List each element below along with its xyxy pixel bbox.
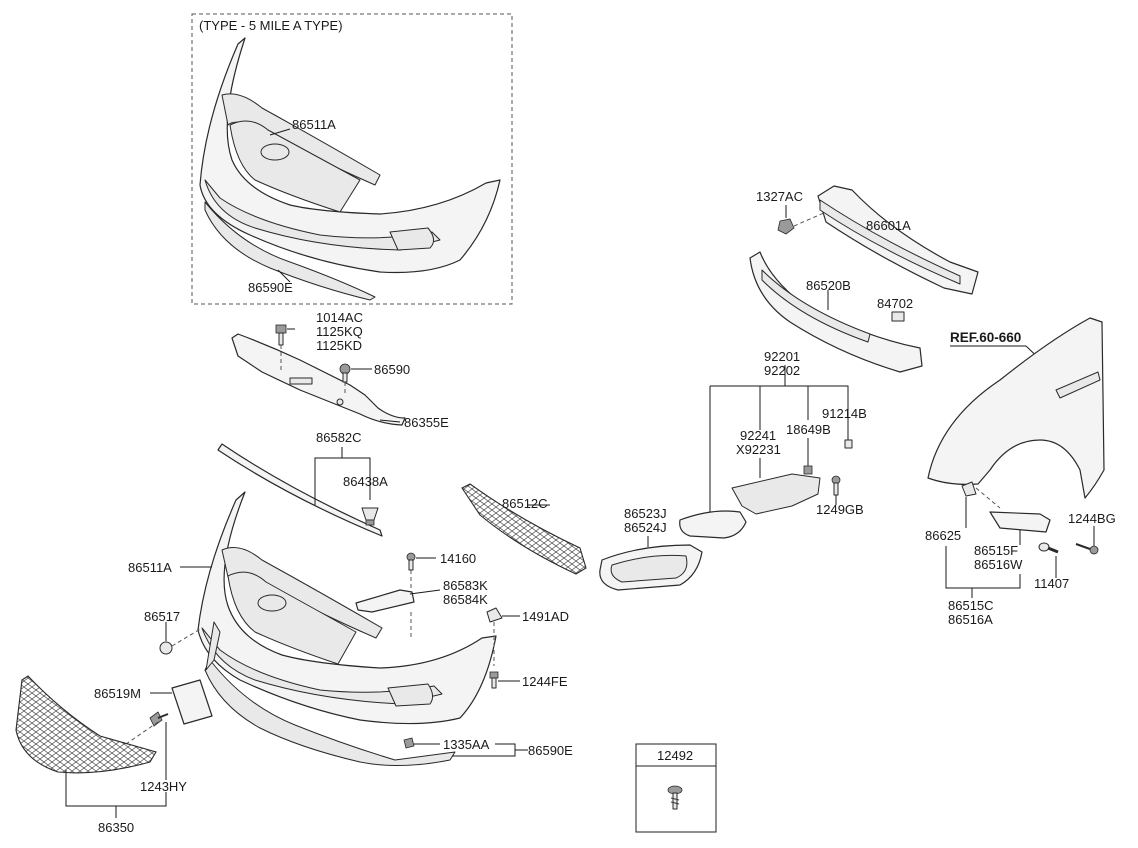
- label-14160: 14160: [440, 551, 476, 566]
- type-box-title: (TYPE - 5 MILE A TYPE): [199, 18, 343, 33]
- label-92202: 92202: [764, 363, 800, 378]
- label-86515C: 86515C: [948, 598, 994, 613]
- label-1335AA: 1335AA: [443, 737, 490, 752]
- screw-1243HY-illustration: [149, 711, 169, 727]
- label-86582C: 86582C: [316, 430, 362, 445]
- cap-86517-illustration: [159, 641, 173, 655]
- label-86584K: 86584K: [443, 592, 488, 607]
- label-1125KD: 1125KD: [316, 338, 362, 353]
- label-86438A: 86438A: [343, 474, 388, 489]
- label-86355E: 86355E: [404, 415, 449, 430]
- label-1243HY: 1243HY: [140, 779, 187, 794]
- screw-1244BG-illustration: [1075, 543, 1099, 555]
- screw-1244FE-illustration: [489, 671, 499, 689]
- reference-label: REF.60-660: [950, 330, 1021, 345]
- label-11407: 11407: [1034, 576, 1069, 591]
- label-86520B: 86520B: [806, 278, 851, 293]
- label-86511A-top: 86511A: [292, 117, 336, 132]
- label-86524J: 86524J: [624, 520, 667, 535]
- bulb-18649B-illustration: [803, 465, 813, 475]
- label-1014AC: 1014AC: [316, 310, 363, 325]
- label-86519M: 86519M: [94, 686, 141, 701]
- inset-part-number: 12492: [657, 748, 693, 763]
- label-X92231: X92231: [736, 442, 781, 457]
- label-86512C: 86512C: [502, 496, 548, 511]
- front-bumper-cover-illustration: [197, 491, 497, 767]
- screw-1249GB-illustration: [831, 475, 841, 496]
- bolt-14160-illustration: [406, 552, 416, 571]
- upper-cover-bracket-illustration: [231, 333, 406, 426]
- label-1327AC: 1327AC: [756, 189, 803, 204]
- label-86590: 86590: [374, 362, 410, 377]
- clip-91214B-illustration: [844, 439, 853, 449]
- clip-1335AA-illustration: [403, 737, 415, 749]
- label-86590E-top: 86590E: [248, 280, 293, 295]
- label-86625: 86625: [925, 528, 961, 543]
- label-92241: 92241: [740, 428, 776, 443]
- label-1244FE: 1244FE: [522, 674, 568, 689]
- lower-grille-86512C-illustration: [461, 483, 587, 575]
- label-86583K: 86583K: [443, 578, 488, 593]
- label-1125KQ: 1125KQ: [316, 324, 363, 339]
- label-1244BG: 1244BG: [1068, 511, 1116, 526]
- label-86517: 86517: [144, 609, 180, 624]
- fog-lamp-92201-illustration: [679, 510, 747, 539]
- label-92201: 92201: [764, 349, 800, 364]
- label-86590E: 86590E: [528, 743, 573, 758]
- label-1491AD: 1491AD: [522, 609, 569, 624]
- clip-11407-illustration: [1038, 542, 1059, 554]
- bracket-86583K-illustration: [355, 589, 415, 613]
- screw-1014AC-illustration: [275, 324, 287, 346]
- screw-12492-illustration: [667, 785, 683, 810]
- label-plate-84702-illustration: [891, 311, 905, 322]
- label-86511A: 86511A: [128, 560, 172, 575]
- label-86350: 86350: [98, 820, 134, 835]
- label-86601A: 86601A: [866, 218, 911, 233]
- label-86515F: 86515F: [974, 543, 1018, 558]
- label-86516A: 86516A: [948, 612, 993, 627]
- bumper-bracket-86515F-illustration: [989, 511, 1051, 533]
- clip-86625-illustration: [961, 481, 977, 497]
- molding-strip-86582C: [217, 443, 383, 537]
- label-84702: 84702: [877, 296, 913, 311]
- type-box-frame: [191, 13, 513, 305]
- fog-lamp-bracket-illustration: [731, 473, 821, 515]
- license-bracket-86519M-illustration: [171, 679, 213, 725]
- clip-86590-illustration: [339, 363, 351, 383]
- nut-1491AD-illustration: [486, 607, 503, 623]
- front-fender-illustration: [927, 317, 1105, 499]
- label-86523J: 86523J: [624, 506, 667, 521]
- label-86516W: 86516W: [974, 557, 1023, 572]
- energy-absorber-86520B-illustration: [749, 251, 923, 373]
- label-91214B: 91214B: [822, 406, 867, 421]
- label-18649B: 18649B: [786, 422, 831, 437]
- clip-86438A-illustration: [361, 507, 379, 526]
- radiator-grille-86350-illustration: [15, 675, 157, 774]
- label-1249GB: 1249GB: [816, 502, 864, 517]
- front-bumper-cover-illustration-type-a: [199, 37, 501, 301]
- nut-1327AC-illustration: [777, 218, 795, 235]
